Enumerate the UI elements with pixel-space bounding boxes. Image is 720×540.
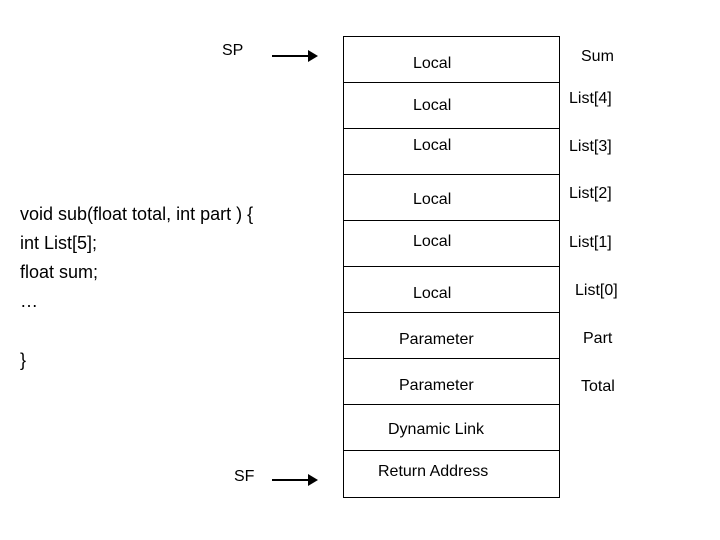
side-label: Part <box>583 330 613 347</box>
side-label: List[2] <box>569 185 612 202</box>
stack-cell: Return Address <box>344 451 559 497</box>
activation-record-stack: Local Local Local Local Local Local Para… <box>343 36 560 498</box>
stack-cell: Local <box>344 37 559 83</box>
code-line: void sub(float total, int part ) { <box>20 204 254 224</box>
stack-cell-label: Local <box>413 233 452 250</box>
side-label: List[4] <box>569 90 612 107</box>
side-label: Sum <box>581 48 614 65</box>
stack-cell: Local <box>344 129 559 175</box>
stack-cell: Local <box>344 267 559 313</box>
stack-cell-label: Local <box>413 55 452 72</box>
stack-cell-label: Local <box>413 97 452 114</box>
function-code: void sub(float total, int part ) { int L… <box>20 200 254 370</box>
stack-cell-label: Parameter <box>399 331 474 348</box>
code-closing-brace: } <box>20 350 27 370</box>
code-line: float sum; <box>20 262 99 282</box>
sp-label: SP <box>222 42 244 59</box>
code-line: int List[5]; <box>20 233 98 253</box>
stack-cell-label: Parameter <box>399 377 474 394</box>
side-label: List[3] <box>569 138 612 155</box>
sf-arrow <box>272 474 318 486</box>
stack-cell-label: Local <box>413 285 452 302</box>
stack-cell: Dynamic Link <box>344 405 559 451</box>
sp-arrow <box>272 50 318 62</box>
stack-cell: Local <box>344 221 559 267</box>
stack-cell: Local <box>344 83 559 129</box>
side-label: Total <box>581 378 615 395</box>
stack-cell-label: Return Address <box>378 463 489 480</box>
stack-cell: Parameter <box>344 359 559 405</box>
stack-cell-label: Dynamic Link <box>388 421 485 438</box>
stack-cell-label: Local <box>413 137 452 154</box>
sf-label: SF <box>234 468 255 485</box>
stack-cell: Local <box>344 175 559 221</box>
code-line: … <box>20 291 38 311</box>
side-label: List[0] <box>575 282 618 299</box>
side-label: List[1] <box>569 234 612 251</box>
stack-cell: Parameter <box>344 313 559 359</box>
stack-cell-label: Local <box>413 191 452 208</box>
